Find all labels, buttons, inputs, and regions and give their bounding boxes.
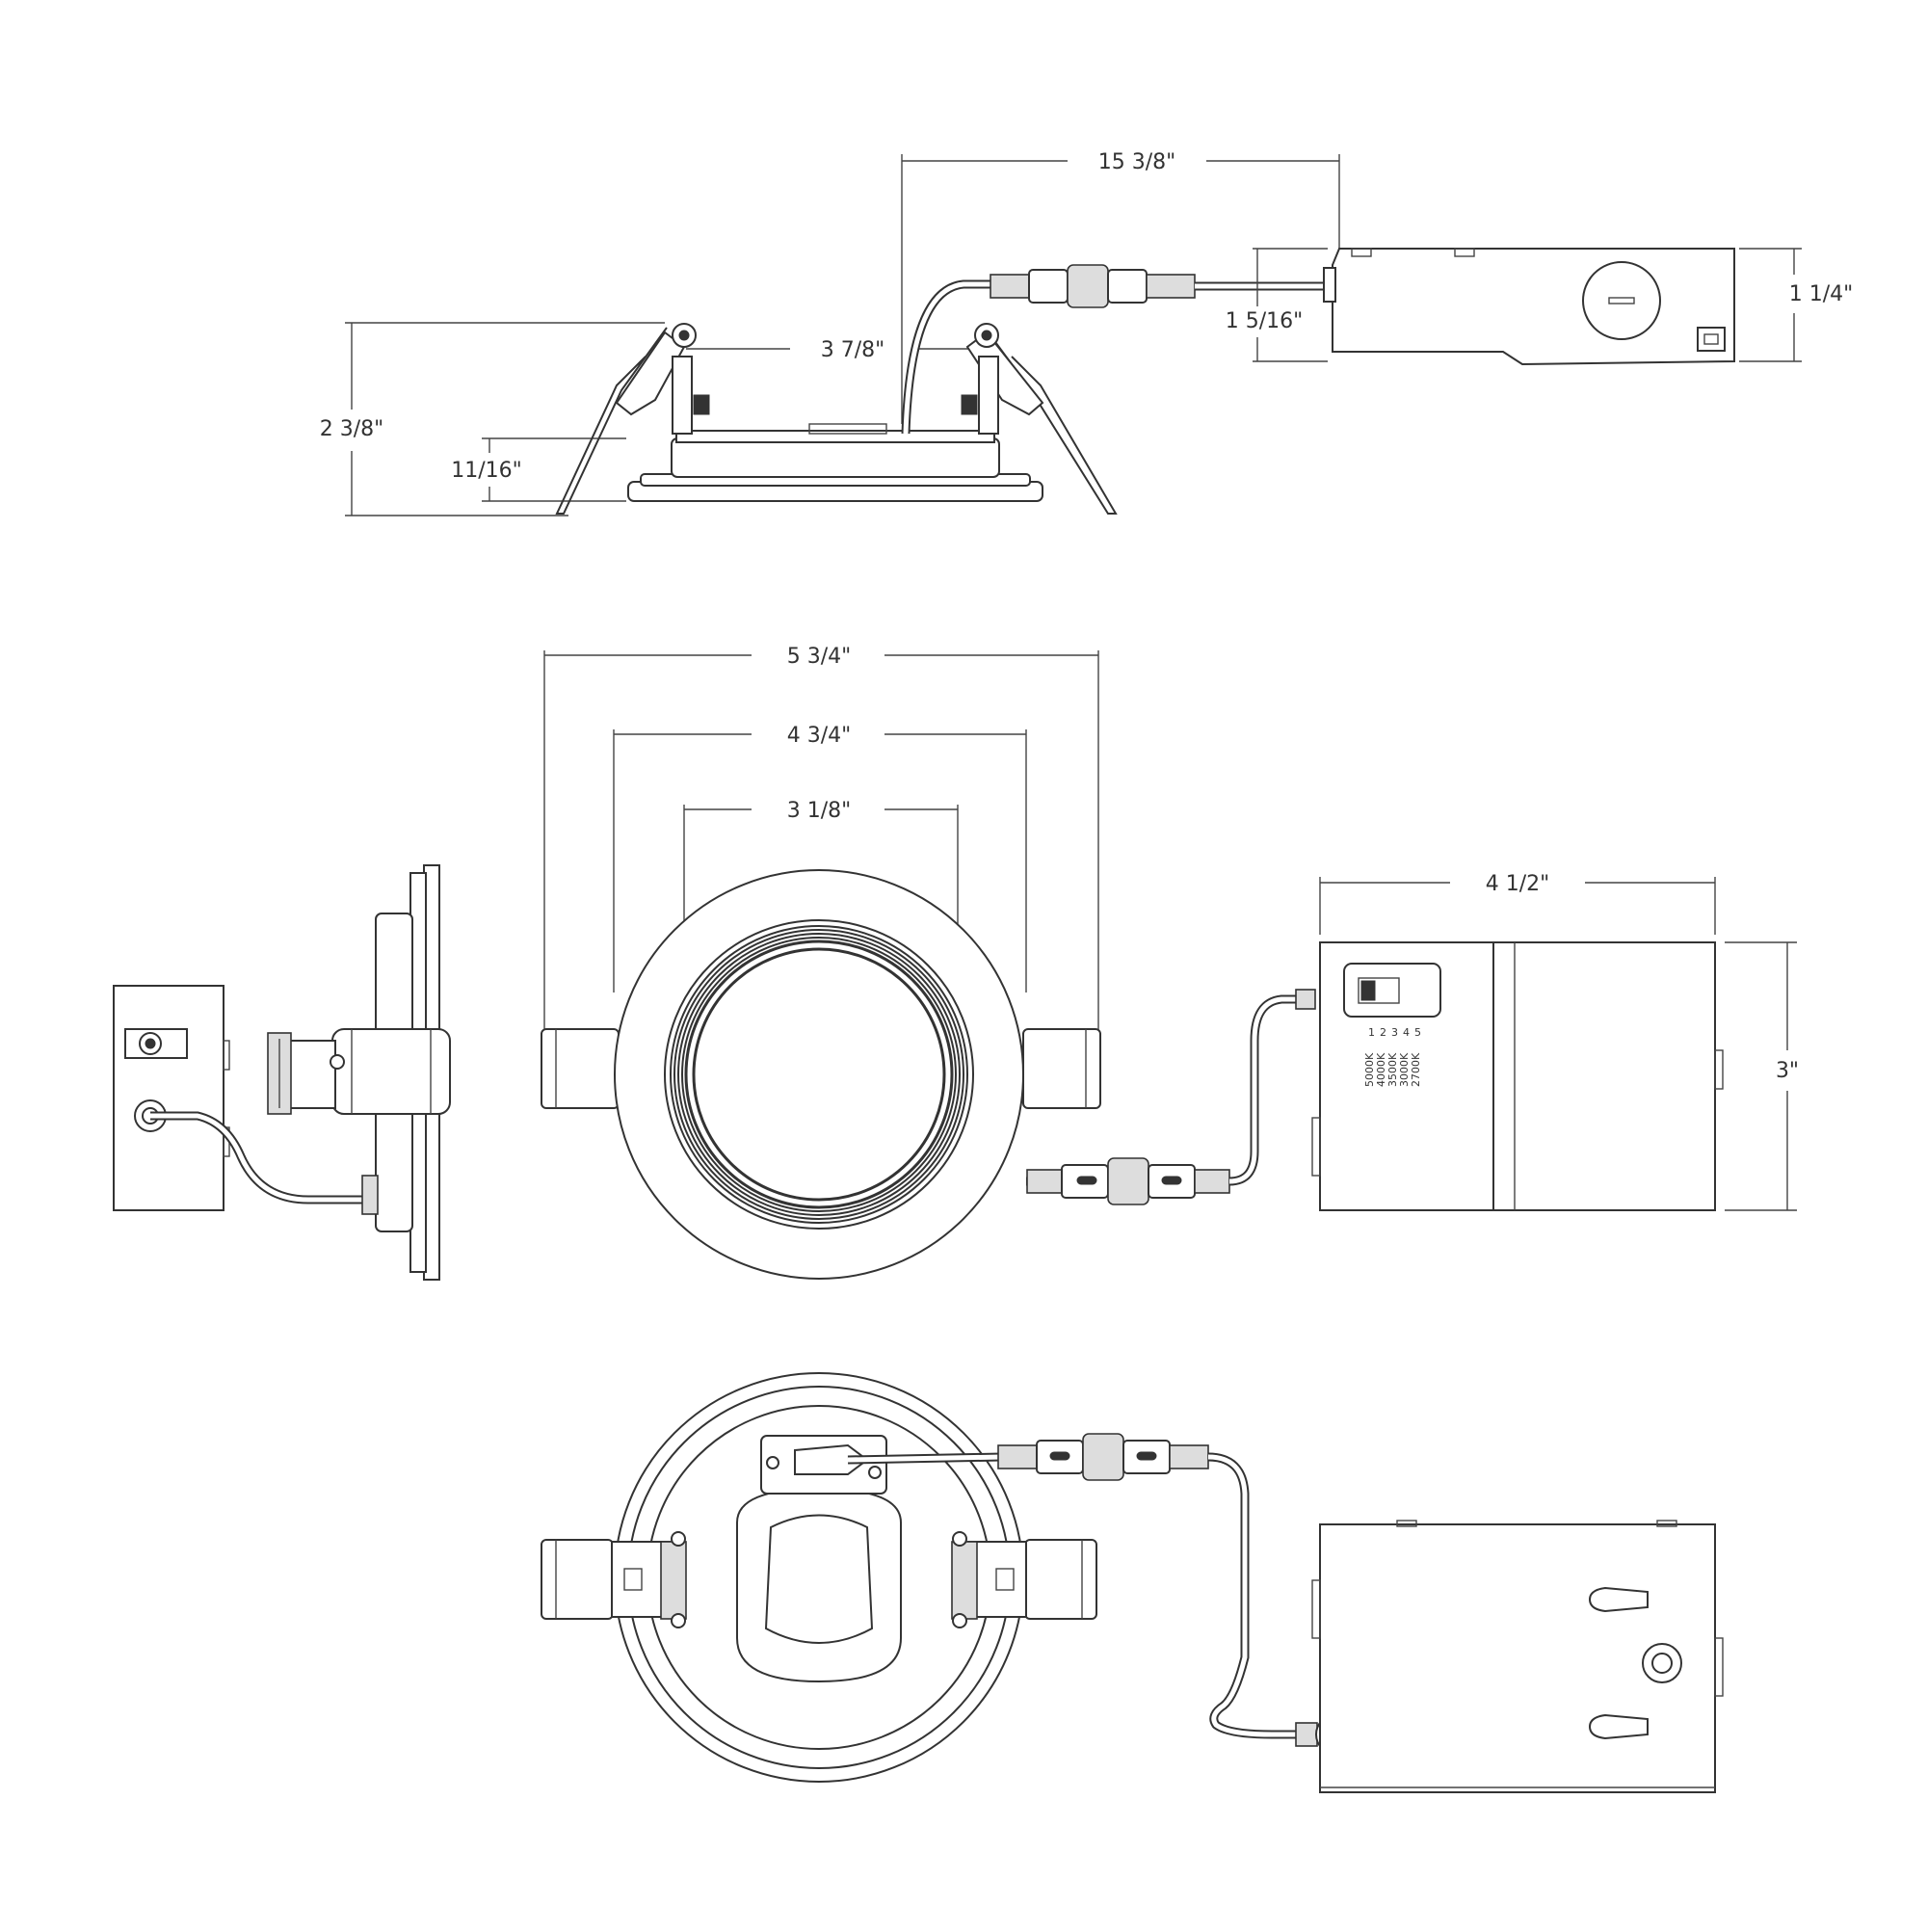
dim-connector-height: 1 5/16" — [1226, 309, 1304, 333]
cct-label: 2700K — [1410, 1052, 1422, 1087]
dim-height: 2 3/8" — [320, 417, 384, 441]
dim-fixture-width: 3 7/8" — [821, 338, 885, 362]
dim-trim-height: 11/16" — [451, 459, 522, 483]
dim-clip-span: 4 3/4" — [787, 724, 852, 748]
cct-switch-number: 2 — [1380, 1026, 1386, 1039]
cct-label: 4000K — [1375, 1052, 1387, 1087]
cct-label: 5000K — [1363, 1052, 1376, 1087]
left-side-view — [113, 864, 451, 1281]
dim-box-height: 1 1/4" — [1789, 282, 1854, 306]
back-view — [541, 1372, 1724, 1793]
dim-aperture: 3 1/8" — [787, 799, 852, 823]
cct-label: 3000K — [1398, 1052, 1411, 1087]
cct-label: 3500K — [1386, 1052, 1399, 1087]
dim-box-width: 3" — [1776, 1059, 1799, 1083]
dim-box-length: 4 1/2" — [1486, 872, 1550, 896]
cct-switch-number: 3 — [1391, 1026, 1398, 1039]
dim-overall-length: 15 3/8" — [1098, 150, 1176, 174]
dim-trim-diameter: 5 3/4" — [787, 645, 852, 669]
cct-switch-number: 4 — [1403, 1026, 1410, 1039]
front-view: 5 3/4" 4 3/4" 3 1/8" — [541, 645, 1799, 1280]
cct-switch-number: 1 — [1368, 1026, 1375, 1039]
cct-switch-number: 5 — [1414, 1026, 1421, 1039]
side-elevation-view: 15 3/8" 2 3/8" 11/16" 3 7/8" — [320, 150, 1854, 516]
